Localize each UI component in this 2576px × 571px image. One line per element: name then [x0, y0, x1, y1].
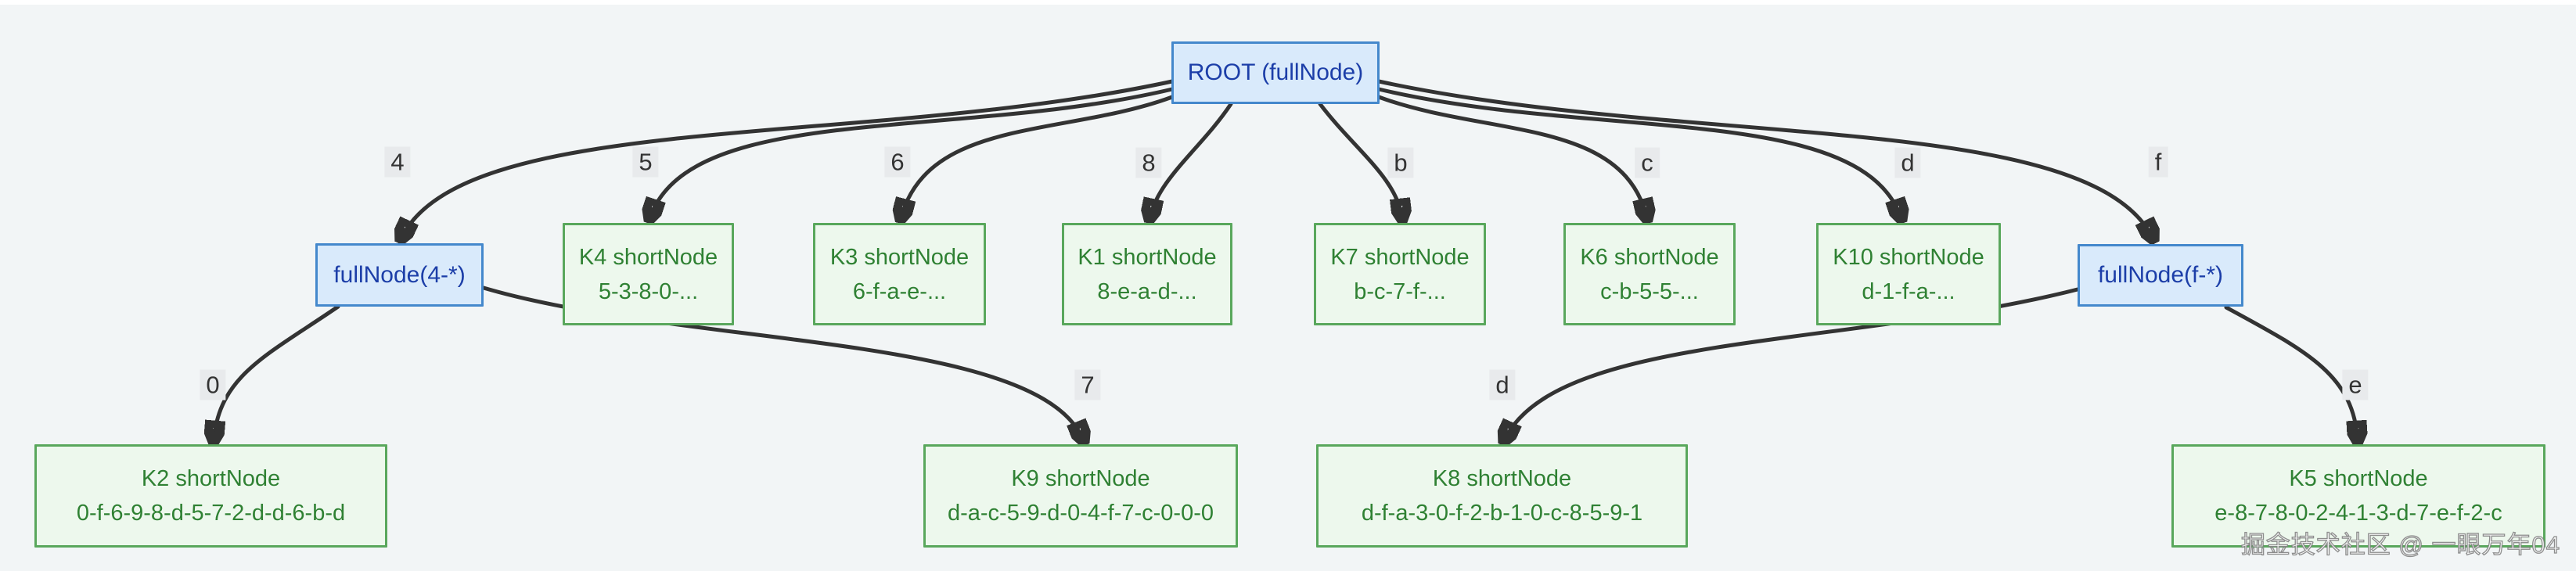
- edge-root-k7: [1318, 102, 1402, 219]
- edge-root-k6: [1376, 95, 1647, 219]
- edge-label-c: c: [1635, 147, 1660, 178]
- node-k6: K6 shortNode c-b-5-5-...: [1563, 223, 1736, 325]
- edge-label-d: d: [1894, 147, 1921, 178]
- edge-label-0: 0: [200, 369, 226, 400]
- node-k7: K7 shortNode b-c-7-f-...: [1314, 223, 1486, 325]
- edge-label-6: 6: [884, 146, 911, 178]
- node-k5-title: K5 shortNode: [2289, 466, 2428, 491]
- edge-label-b: b: [1387, 147, 1414, 178]
- node-k2-title: K2 shortNode: [141, 466, 281, 491]
- top-white-strip: [0, 0, 2576, 5]
- node-k1-value: 8-e-a-d-...: [1097, 278, 1197, 304]
- node-k5: K5 shortNode e-8-7-8-0-2-4-1-3-d-7-e-f-2…: [2171, 444, 2545, 548]
- edge-root-k10: [1376, 87, 1901, 219]
- node-root: ROOT (fullNode): [1171, 41, 1380, 104]
- node-k9-title: K9 shortNode: [1011, 466, 1150, 491]
- edge-root-fullnode4: [401, 79, 1175, 239]
- edge-label-8: 8: [1135, 147, 1162, 178]
- edge-label-e: e: [2342, 369, 2369, 400]
- edge-root-k3: [901, 95, 1175, 219]
- node-k7-title: K7 shortNode: [1330, 244, 1470, 270]
- edge-root-k4: [649, 87, 1175, 219]
- node-k4-title: K4 shortNode: [578, 244, 718, 270]
- node-k4: K4 shortNode 5-3-8-0-...: [563, 223, 734, 325]
- node-k5-value: e-8-7-8-0-2-4-1-3-d-7-e-f-2-c: [2214, 501, 2502, 526]
- node-k6-value: c-b-5-5-...: [1600, 278, 1699, 304]
- node-k2: K2 shortNode 0-f-6-9-8-d-5-7-2-d-d-6-b-d: [34, 444, 387, 548]
- node-k10-title: K10 shortNode: [1833, 244, 1984, 270]
- node-k10-value: d-1-f-a-...: [1862, 278, 1955, 304]
- edge-label-f: f: [2148, 146, 2168, 178]
- node-k7-value: b-c-7-f-...: [1354, 278, 1446, 304]
- node-k8-value: d-f-a-3-0-f-2-b-1-0-c-8-5-9-1: [1361, 501, 1643, 526]
- node-fullnodef: fullNode(f-*): [2078, 244, 2243, 307]
- edge-label-4: 4: [384, 146, 411, 178]
- node-k9: K9 shortNode d-a-c-5-9-d-0-4-f-7-c-0-0-0: [923, 444, 1238, 548]
- edge-fullnodef-k5: [2224, 305, 2358, 441]
- node-fullnodef-label: fullNode(f-*): [2097, 262, 2224, 288]
- node-k10: K10 shortNode d-1-f-a-...: [1816, 223, 2001, 325]
- edge-root-fullnodef: [1376, 79, 2153, 239]
- node-fullnode4-label: fullNode(4-*): [333, 261, 466, 288]
- node-k8-title: K8 shortNode: [1432, 466, 1572, 491]
- edge-label-5: 5: [632, 146, 659, 178]
- node-k6-title: K6 shortNode: [1580, 244, 1719, 270]
- edge-label-7: 7: [1074, 369, 1101, 400]
- node-root-label: ROOT (fullNode): [1187, 59, 1364, 85]
- watermark-text: 掘金技术社区 @ 一眼万年04: [2240, 530, 2560, 558]
- node-k9-value: d-a-c-5-9-d-0-4-f-7-c-0-0-0: [947, 501, 1214, 526]
- node-fullnode4: fullNode(4-*): [315, 243, 484, 307]
- edge-fullnode4-k2: [214, 304, 340, 441]
- edge-label-d2: d: [1489, 369, 1516, 400]
- node-k1-title: K1 shortNode: [1078, 244, 1217, 270]
- node-k1: K1 shortNode 8-e-a-d-...: [1062, 223, 1232, 325]
- node-k3-title: K3 shortNode: [829, 244, 970, 270]
- node-k4-value: 5-3-8-0-...: [598, 278, 699, 304]
- node-k3: K3 shortNode 6-f-a-e-...: [813, 223, 986, 325]
- node-k2-value: 0-f-6-9-8-d-5-7-2-d-d-6-b-d: [76, 501, 346, 526]
- node-k8: K8 shortNode d-f-a-3-0-f-2-b-1-0-c-8-5-9…: [1316, 444, 1688, 548]
- edge-root-k1: [1149, 102, 1233, 219]
- node-k3-value: 6-f-a-e-...: [852, 278, 947, 304]
